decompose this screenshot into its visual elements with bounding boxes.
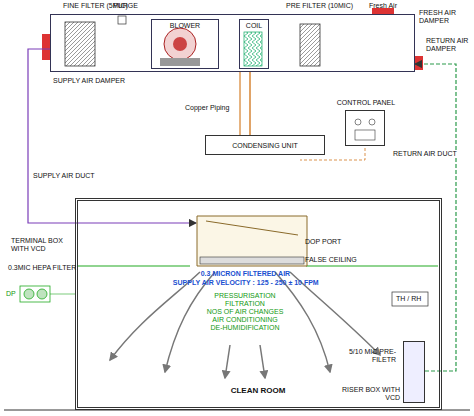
panel-switches	[355, 130, 375, 140]
duct-connector	[28, 49, 196, 223]
blower-section: BLOWER	[151, 19, 219, 69]
node-label: CONDENSING UNIT	[206, 142, 324, 150]
purge-port	[118, 16, 126, 24]
pre-filter	[300, 24, 320, 66]
edge-label: Copper Piping	[184, 104, 230, 112]
node-label: RETURN AIR DAMPER	[426, 37, 474, 53]
airflow-arrow	[260, 345, 265, 378]
annotation: DE-HUMIDIFICATION	[210, 324, 279, 332]
edge-label: RETURN AIR DUCT	[392, 150, 458, 158]
blower-hub	[173, 37, 187, 51]
terminal-box: TERMINAL BOX WITH VCD	[196, 215, 308, 267]
annotation: AIR CONDITIONING	[212, 316, 277, 324]
fine-filter	[65, 22, 95, 66]
th-rh-sensor	[392, 292, 428, 306]
annotation: 5/10 MIC PRE-FILETR	[330, 348, 396, 364]
duct-connector	[415, 64, 456, 371]
node-label: PURGE	[113, 2, 138, 10]
dp-tube	[50, 294, 76, 295]
annotation: 0.3 MICRON FILTERED AIR	[201, 270, 290, 278]
annotation: SUPPLY AIR VELOCITY : 125 - 250 ± 10 FPM	[173, 279, 319, 287]
copper-pipe	[240, 72, 241, 135]
false-ceiling	[78, 265, 190, 266]
terminal-box-outline	[196, 215, 308, 267]
annotation: PRESSURISATION	[214, 292, 275, 300]
edge-label: SUPPLY AIR DUCT	[32, 172, 96, 180]
node-label: FRESH AIR DAMPER	[419, 9, 474, 25]
blower-base	[160, 58, 200, 66]
annotation: FALSE CEILING	[305, 256, 357, 264]
annotation: 0.3MIC HEPA FILTER	[8, 264, 76, 272]
node-label: BLOWER	[152, 22, 218, 30]
riser-box: RISER BOX WITH VCD	[403, 341, 425, 403]
airflow-arrow	[225, 345, 230, 378]
control-panel: CONTROL PANEL	[345, 110, 385, 146]
control-wire	[300, 148, 365, 160]
node-label: CLEAN ROOM	[208, 387, 308, 395]
node-label: CONTROL PANEL	[336, 99, 396, 107]
supply-damper	[42, 34, 50, 60]
airflow-arrow	[275, 272, 330, 372]
airflow-arrow	[165, 272, 215, 372]
node-label: PRE FILTER (10MIC)	[286, 2, 353, 10]
coil-fins	[244, 32, 262, 66]
node-label: TERMINAL BOX WITH VCD	[11, 237, 73, 253]
node-label: COIL	[240, 22, 268, 30]
node-label: SUPPLY AIR DAMPER	[53, 77, 125, 85]
annotation: DOP PORT	[305, 238, 341, 246]
duct-connector	[249, 72, 250, 135]
false-ceiling	[306, 265, 438, 266]
ahu-housing: FINE FILTER (5MIC)PURGEPRE FILTER (10MIC…	[50, 14, 415, 72]
dp-gauge	[20, 286, 50, 302]
node-label: RISER BOX WITH VCD	[332, 386, 400, 402]
annotation: TH / RH	[396, 295, 421, 303]
node-label: Fresh Air	[369, 2, 397, 10]
annotation: DP	[6, 290, 16, 298]
coil-section: COIL	[239, 19, 269, 69]
annotation: NOS OF AIR CHANGES	[207, 308, 284, 316]
annotation: FILTRATION	[225, 300, 265, 308]
return-damper	[415, 56, 423, 70]
condensing-unit: CONDENSING UNIT	[205, 135, 325, 155]
blower-wheel	[164, 28, 196, 60]
